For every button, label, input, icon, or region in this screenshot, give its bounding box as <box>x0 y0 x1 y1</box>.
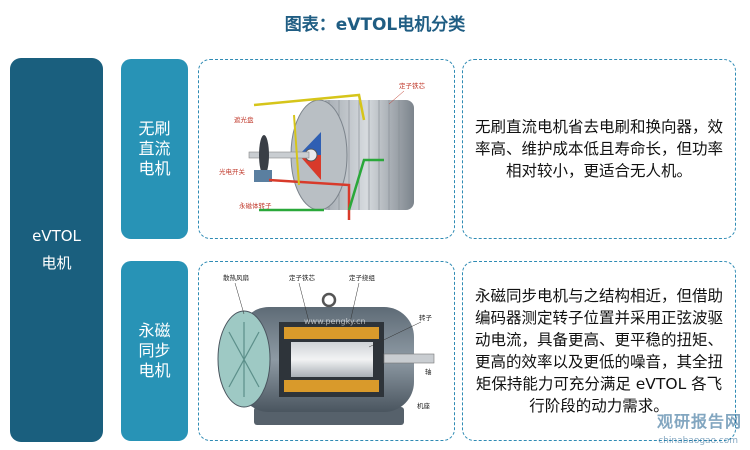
description-bldc: 无刷直流电机省去电刷和换向器，效率高、维护成本低且寿命长，但功率相对较小，更适合… <box>462 59 736 239</box>
label-shading-disc: 遮光盘 <box>234 115 254 124</box>
watermark-logo: 观研报告网 <box>656 412 742 431</box>
label-rotor: 转子 <box>419 313 433 322</box>
category-label-line2: 电机 <box>41 254 72 272</box>
label-fan: 散热风扇 <box>223 273 249 282</box>
pmsm-motor-illustration: 散热风扇 定子铁芯 定子绕组 转子 轴 机座 www.pengky.cn <box>217 273 435 425</box>
label-shaft: 轴 <box>425 367 432 376</box>
label-stator-winding: 定子绕组 <box>349 273 376 282</box>
rotor-shape <box>291 342 373 377</box>
image-watermark: www.pengky.cn <box>304 317 366 326</box>
description-pmsm-text: 永磁同步电机与之结构相近，但借助编码器测定转子位置并采用正弦波驱动电流，具备更高… <box>475 287 724 415</box>
description-bldc-text: 无刷直流电机省去电刷和换向器，效率高、维护成本低且寿命长，但功率相对较小，更适合… <box>475 118 724 180</box>
type-label-bldc: 无刷直流电机 <box>138 119 171 178</box>
shaft-shape <box>248 151 310 159</box>
type-block-pmsm: 永磁同步电机 <box>121 261 188 441</box>
bldc-diagram: 定子铁芯 遮光盘 光电开关 永磁体转子 <box>198 59 455 239</box>
type-label-pmsm: 永磁同步电机 <box>138 321 171 380</box>
rotor-s-pole <box>299 155 321 180</box>
shaft-shape-2 <box>383 353 435 364</box>
label-pm-rotor: 永磁体转子 <box>239 201 272 210</box>
label-stator-core: 定子铁芯 <box>399 81 426 90</box>
label-base: 机座 <box>417 401 431 410</box>
category-label-line1: eVTOL <box>32 227 81 245</box>
type-block-bldc: 无刷直流电机 <box>121 59 188 239</box>
label-stator-core-2: 定子铁芯 <box>289 273 316 282</box>
photo-switch-shape <box>254 170 272 182</box>
shading-disc-shape <box>259 135 269 175</box>
bldc-motor-illustration: 定子铁芯 遮光盘 光电开关 永磁体转子 <box>219 81 426 220</box>
label-photo-switch: 光电开关 <box>219 167 246 176</box>
rotor-n-pole <box>299 132 321 155</box>
category-block: eVTOL 电机 <box>10 58 103 442</box>
chart-title: 图表：eVTOL电机分类 <box>284 15 466 35</box>
pmsm-diagram: 散热风扇 定子铁芯 定子绕组 转子 轴 机座 www.pengky.cn <box>198 261 455 441</box>
watermark-subtext: chinabaogao.com <box>658 436 738 446</box>
description-pmsm: 永磁同步电机与之结构相近，但借助编码器测定转子位置并采用正弦波驱动电流，具备更高… <box>462 261 736 441</box>
stator-winding-shape <box>284 327 379 339</box>
